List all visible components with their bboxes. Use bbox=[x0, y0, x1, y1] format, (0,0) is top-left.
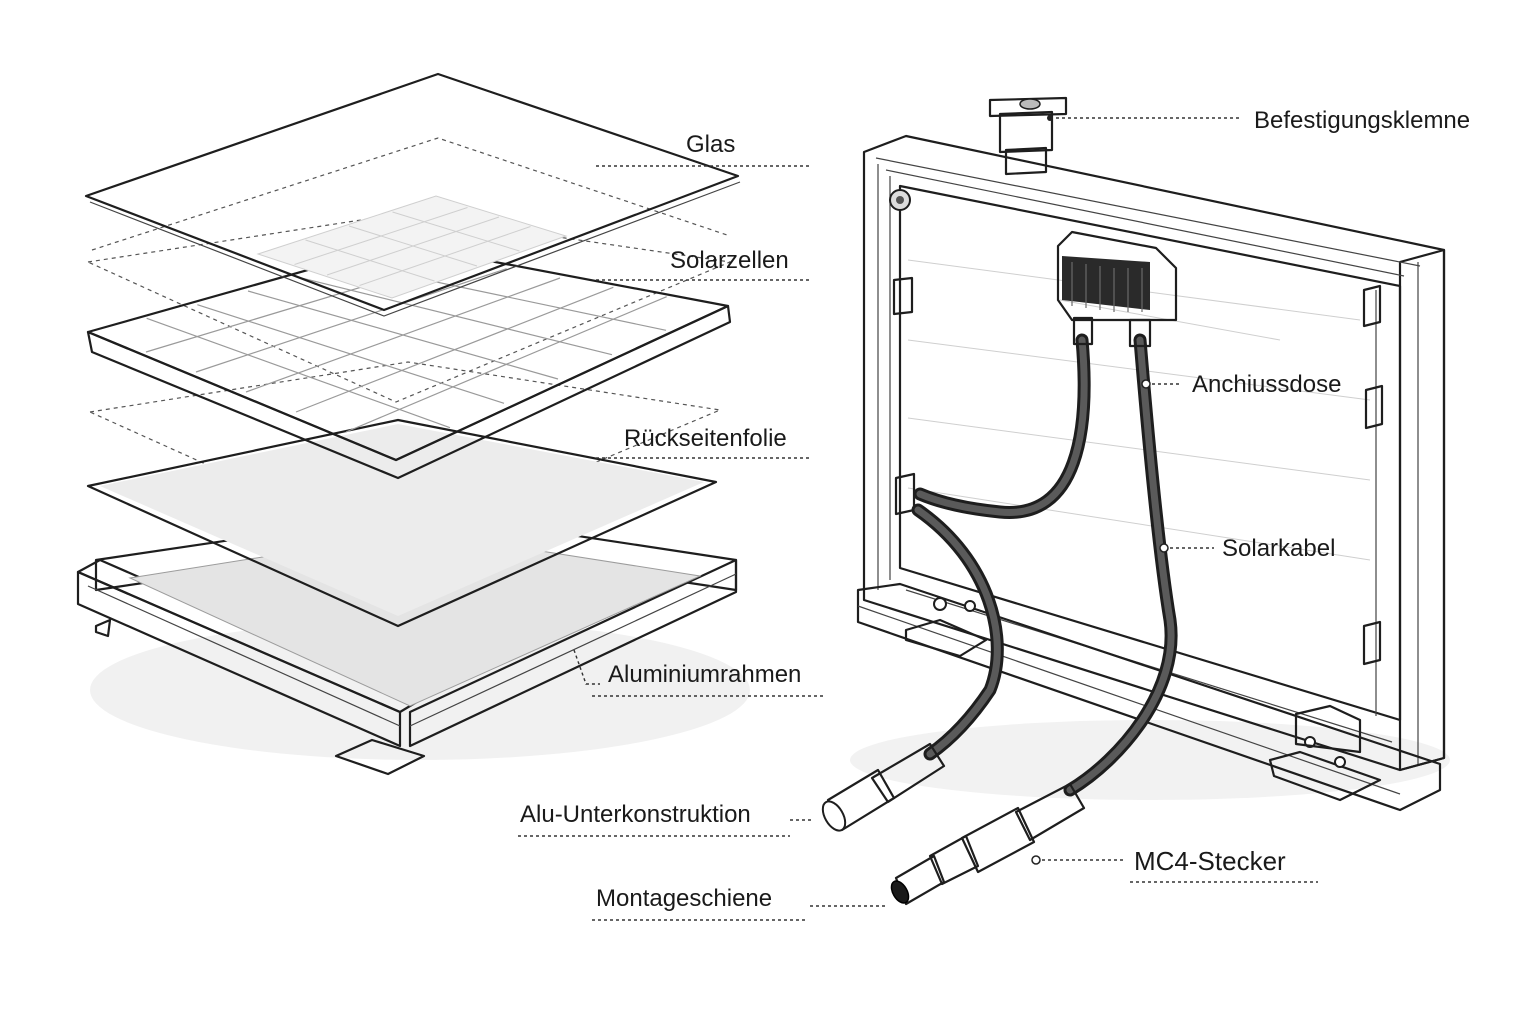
label-befestigungsklemme: Befestigungsklemne bbox=[1254, 107, 1470, 134]
label-solarkabel: Solarkabel bbox=[1222, 535, 1335, 562]
backsheet-layer bbox=[86, 361, 723, 628]
labels: Glas Solarzellen Rückseitenfolie Alumini… bbox=[520, 107, 1470, 912]
solar-cells-layer bbox=[85, 213, 733, 480]
label-glas: Glas bbox=[686, 131, 735, 158]
cell-divider bbox=[359, 226, 531, 286]
glass-layer bbox=[84, 72, 741, 317]
mc4-connector-grey bbox=[821, 742, 946, 832]
cell-divider bbox=[326, 216, 500, 276]
label-rueckseitenfolie: Rückseitenfolie bbox=[624, 425, 787, 452]
cell-divider bbox=[295, 286, 614, 413]
cell-grid bbox=[145, 258, 667, 433]
leader-lines bbox=[518, 115, 1318, 921]
cell-divider bbox=[245, 277, 561, 393]
label-aluminiumrahmen: Aluminiumrahmen bbox=[608, 661, 801, 688]
exploded-stack bbox=[76, 72, 750, 776]
label-alu-unterkonstruktion: Alu-Unterkonstruktion bbox=[520, 801, 751, 828]
junction-box bbox=[1056, 230, 1178, 348]
mounting-clamp bbox=[988, 96, 1068, 176]
solar-cables bbox=[911, 333, 1178, 797]
cell-divider bbox=[345, 296, 667, 433]
label-montageschiene: Montageschiene bbox=[596, 885, 772, 912]
mc4-connector-orange bbox=[890, 782, 1086, 906]
label-anschlussdose: Anchiussdose bbox=[1192, 371, 1341, 398]
mounting-rail bbox=[856, 582, 1442, 812]
label-mc4-stecker: MC4-Stecker bbox=[1134, 846, 1286, 876]
panel-rear-view bbox=[821, 96, 1450, 906]
cell-divider bbox=[195, 268, 507, 373]
glass-cell-grid bbox=[294, 207, 531, 286]
cell-divider bbox=[294, 207, 468, 265]
label-solarzellen: Solarzellen bbox=[670, 247, 789, 274]
